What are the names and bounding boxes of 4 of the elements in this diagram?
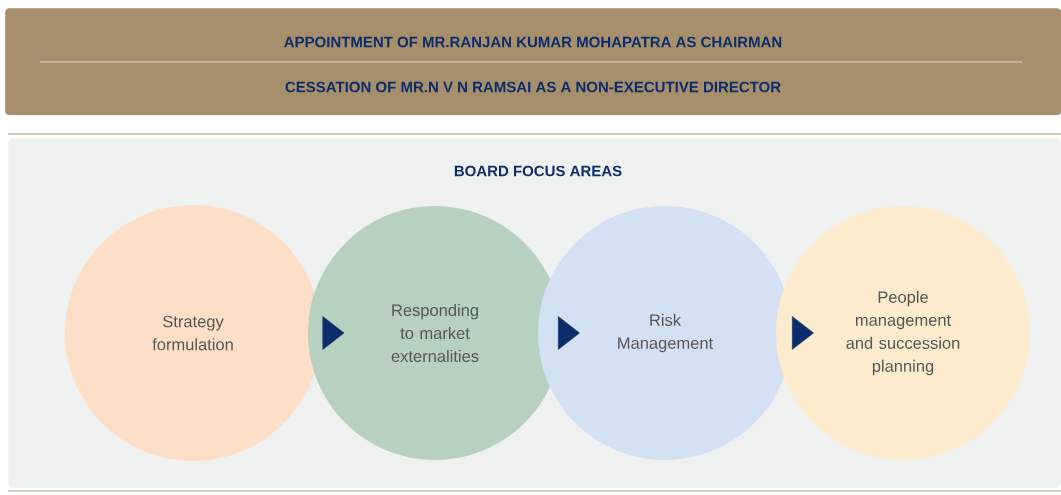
arrow [557,316,580,350]
arrow [791,316,814,350]
banner: APPOINTMENT OF MR.RANJAN KUMAR MOHAPATRA AS CHAIRMAN CESSATION OF MR.N V N RAMSAI AS A NON-EXECUTIVE DIRECTOR [5,8,1061,116]
arrow [322,316,345,350]
